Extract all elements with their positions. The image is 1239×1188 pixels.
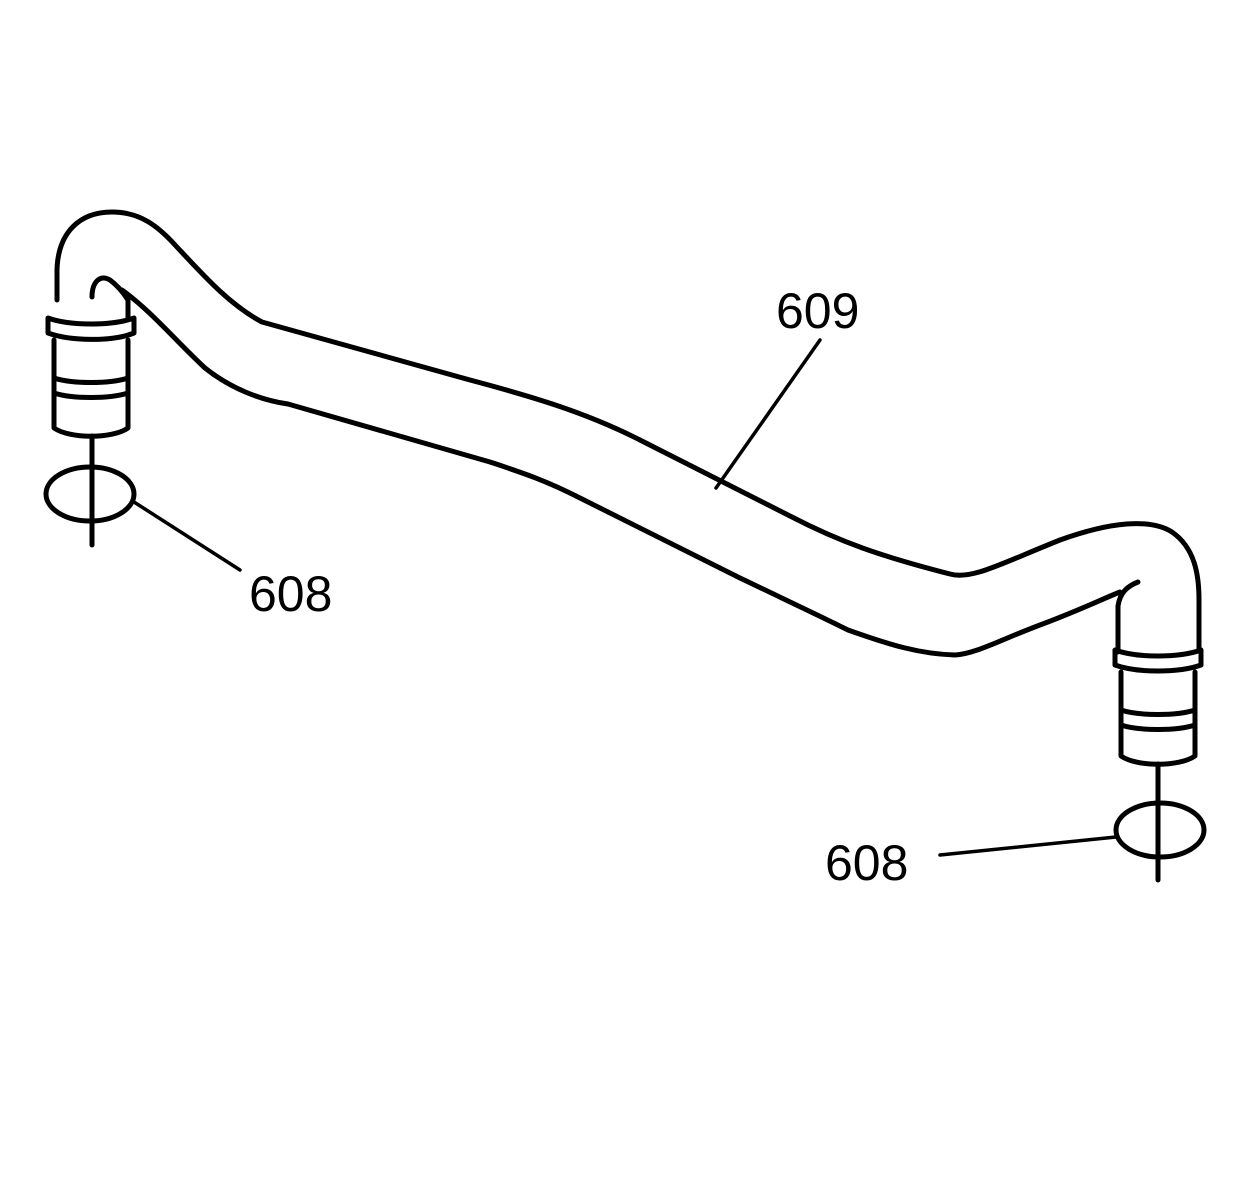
- hose-lower-edge: [119, 287, 1123, 658]
- left-connector-body: [51, 337, 131, 439]
- left-connector-collar: [45, 315, 137, 342]
- leader-609: [714, 338, 822, 490]
- right-connector-body: [1118, 669, 1198, 767]
- leader-608-left: [132, 500, 242, 572]
- hose-right-inner-bend: [1115, 579, 1141, 655]
- left-connector-ring-bottom: [51, 390, 131, 400]
- left-connector-ring-top: [51, 375, 131, 385]
- right-connector-collar: [1112, 647, 1204, 674]
- leader-608-right: [938, 835, 1118, 857]
- hose-left-inner-bend: [89, 275, 131, 321]
- right-connector-ring-top: [1118, 707, 1198, 717]
- hose-upper-edge: [54, 209, 1202, 653]
- callout-608-left: 608: [249, 566, 333, 622]
- seal-left-ring: [43, 464, 137, 524]
- hose-609: [54, 209, 1202, 658]
- left-connector: [45, 315, 137, 548]
- right-connector: [1112, 647, 1204, 883]
- callout-608-right: 608: [825, 835, 909, 891]
- right-connector-ring-bottom: [1118, 722, 1198, 732]
- callout-609: 609: [776, 283, 860, 339]
- seal-right-ring: [1113, 800, 1207, 860]
